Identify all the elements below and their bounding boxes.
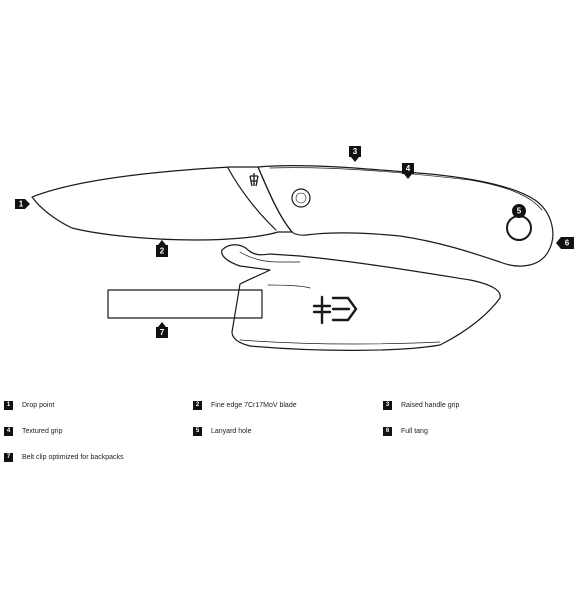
callout-badge-7: 7 xyxy=(156,322,168,338)
legend-item-1: 1 Drop point xyxy=(4,401,54,410)
sheath-inner-line xyxy=(239,251,301,263)
legend-item-6: 6 Full tang xyxy=(383,427,428,436)
legend-label: Raised handle grip xyxy=(401,402,460,409)
callout-number: 7 xyxy=(160,328,165,337)
handle-rivet xyxy=(291,188,311,208)
legend-badge: 5 xyxy=(193,427,202,436)
sheath-bottom-edge xyxy=(239,339,441,345)
belt-clip xyxy=(107,289,263,319)
callout-number: 4 xyxy=(406,164,411,173)
legend-badge: 1 xyxy=(4,401,13,410)
callout-badge-5: 5 xyxy=(512,204,526,218)
callout-badge-2: 2 xyxy=(156,240,168,257)
legend-badge: 2 xyxy=(193,401,202,410)
callout-number: 1 xyxy=(19,200,24,209)
legend-label: Fine edge 7Cr17MoV blade xyxy=(211,402,297,409)
legend-item-3: 3 Raised handle grip xyxy=(383,401,459,410)
sheath xyxy=(221,244,501,351)
knife-handle xyxy=(257,164,554,267)
handle-highlight xyxy=(269,167,543,211)
legend-label: Lanyard hole xyxy=(211,428,252,435)
callout-badge-4: 4 xyxy=(402,163,414,179)
callout-number: 6 xyxy=(565,239,570,248)
callout-badge-6: 6 xyxy=(556,237,574,249)
legend-label: Belt clip optimized for backpacks xyxy=(22,454,124,461)
callout-number: 3 xyxy=(353,147,358,156)
legend-badge: 6 xyxy=(383,427,392,436)
legend-label: Textured grip xyxy=(22,428,63,435)
legend-badge: 7 xyxy=(4,453,13,462)
blade-bevel-line xyxy=(227,167,277,231)
legend-item-7: 7 Belt clip optimized for backpacks xyxy=(4,453,124,462)
knife-blade xyxy=(31,166,293,241)
callout-badge-1: 1 xyxy=(15,199,30,209)
callout-number: 2 xyxy=(160,247,165,256)
legend-badge: 3 xyxy=(383,401,392,410)
legend-item-5: 5 Lanyard hole xyxy=(193,427,251,436)
sheath-slot xyxy=(267,284,311,289)
legend-item-2: 2 Fine edge 7Cr17MoV blade xyxy=(193,401,297,410)
callout-badge-3: 3 xyxy=(349,146,361,162)
legend-label: Drop point xyxy=(22,402,55,409)
handle-rivet-inner xyxy=(295,192,307,204)
legend-item-4: 4 Textured grip xyxy=(4,427,62,436)
callout-number: 5 xyxy=(517,207,522,216)
legend-label: Full tang xyxy=(401,428,428,435)
gerber-logo-small xyxy=(249,173,259,187)
gerber-logo-sheath xyxy=(312,295,358,325)
legend-badge: 4 xyxy=(4,427,13,436)
